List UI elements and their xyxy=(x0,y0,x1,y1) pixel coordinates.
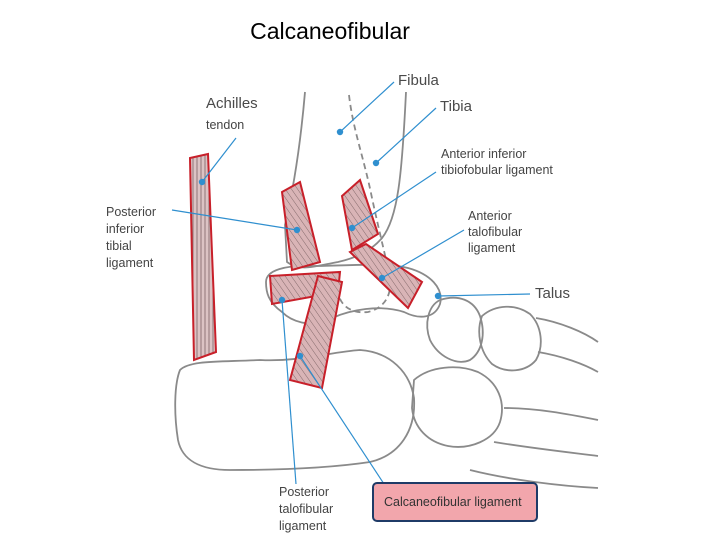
cuneiform-bone xyxy=(478,305,542,372)
label-atfl-line3: ligament xyxy=(468,241,516,255)
label-pitl-line4: ligament xyxy=(106,256,154,270)
tibia-pointer xyxy=(375,107,437,164)
fibula-pointer xyxy=(339,81,395,133)
label-fibula: Fibula xyxy=(398,72,439,89)
slide-title: Calcaneofibular xyxy=(250,18,410,44)
metatarsal-1 xyxy=(535,317,599,343)
metatarsal-4 xyxy=(493,441,599,457)
pointer-lines xyxy=(171,81,531,485)
label-talus: Talus xyxy=(535,285,571,302)
bones xyxy=(174,91,599,489)
cfl-pointer xyxy=(299,355,385,485)
talus-pointer xyxy=(437,293,531,297)
posterior-inferior-tibial-ligament xyxy=(280,180,322,272)
achilles-tendon xyxy=(188,152,218,362)
label-atfl-line2: talofibular xyxy=(468,225,523,239)
label-ptfl-line1: Posterior xyxy=(279,485,330,499)
highlighted-label-box: Calcaneofibular ligament xyxy=(372,482,538,522)
aitfl-pointer xyxy=(351,171,437,229)
label-calcaneofibular-ligament: Calcaneofibular ligament xyxy=(384,495,522,509)
anterior-inferior-tibiofibular-ligament xyxy=(340,178,380,252)
metatarsal-3 xyxy=(503,407,599,421)
calcaneus-bone xyxy=(174,349,415,471)
label-achilles-line2: tendon xyxy=(206,118,245,132)
pitl-pointer xyxy=(171,209,298,231)
label-pitl-line2: inferior xyxy=(106,222,145,236)
label-aitfl-line2: tibiofobular ligament xyxy=(441,163,553,177)
label-atfl-line1: Anterior xyxy=(468,209,512,223)
metatarsal-2 xyxy=(537,351,599,373)
label-pitl-line3: tibial xyxy=(106,239,132,253)
ligaments xyxy=(188,152,424,390)
label-aitfl-line1: Anterior inferior xyxy=(441,147,527,161)
tibia-bone xyxy=(284,91,407,269)
fibula-bone xyxy=(337,94,392,314)
achilles-pointer xyxy=(201,137,237,183)
atfl-pointer xyxy=(381,229,465,279)
label-ptfl-line2: talofibular xyxy=(279,502,334,516)
label-tibia: Tibia xyxy=(440,98,472,115)
label-achilles-line1: Achilles xyxy=(206,95,258,112)
label-ptfl-line3: ligament xyxy=(279,519,327,533)
cuboid-bone xyxy=(411,366,503,448)
label-pitl-line1: Posterior xyxy=(106,205,157,219)
ptfl-pointer xyxy=(281,299,297,485)
navicular-bone xyxy=(426,296,484,363)
